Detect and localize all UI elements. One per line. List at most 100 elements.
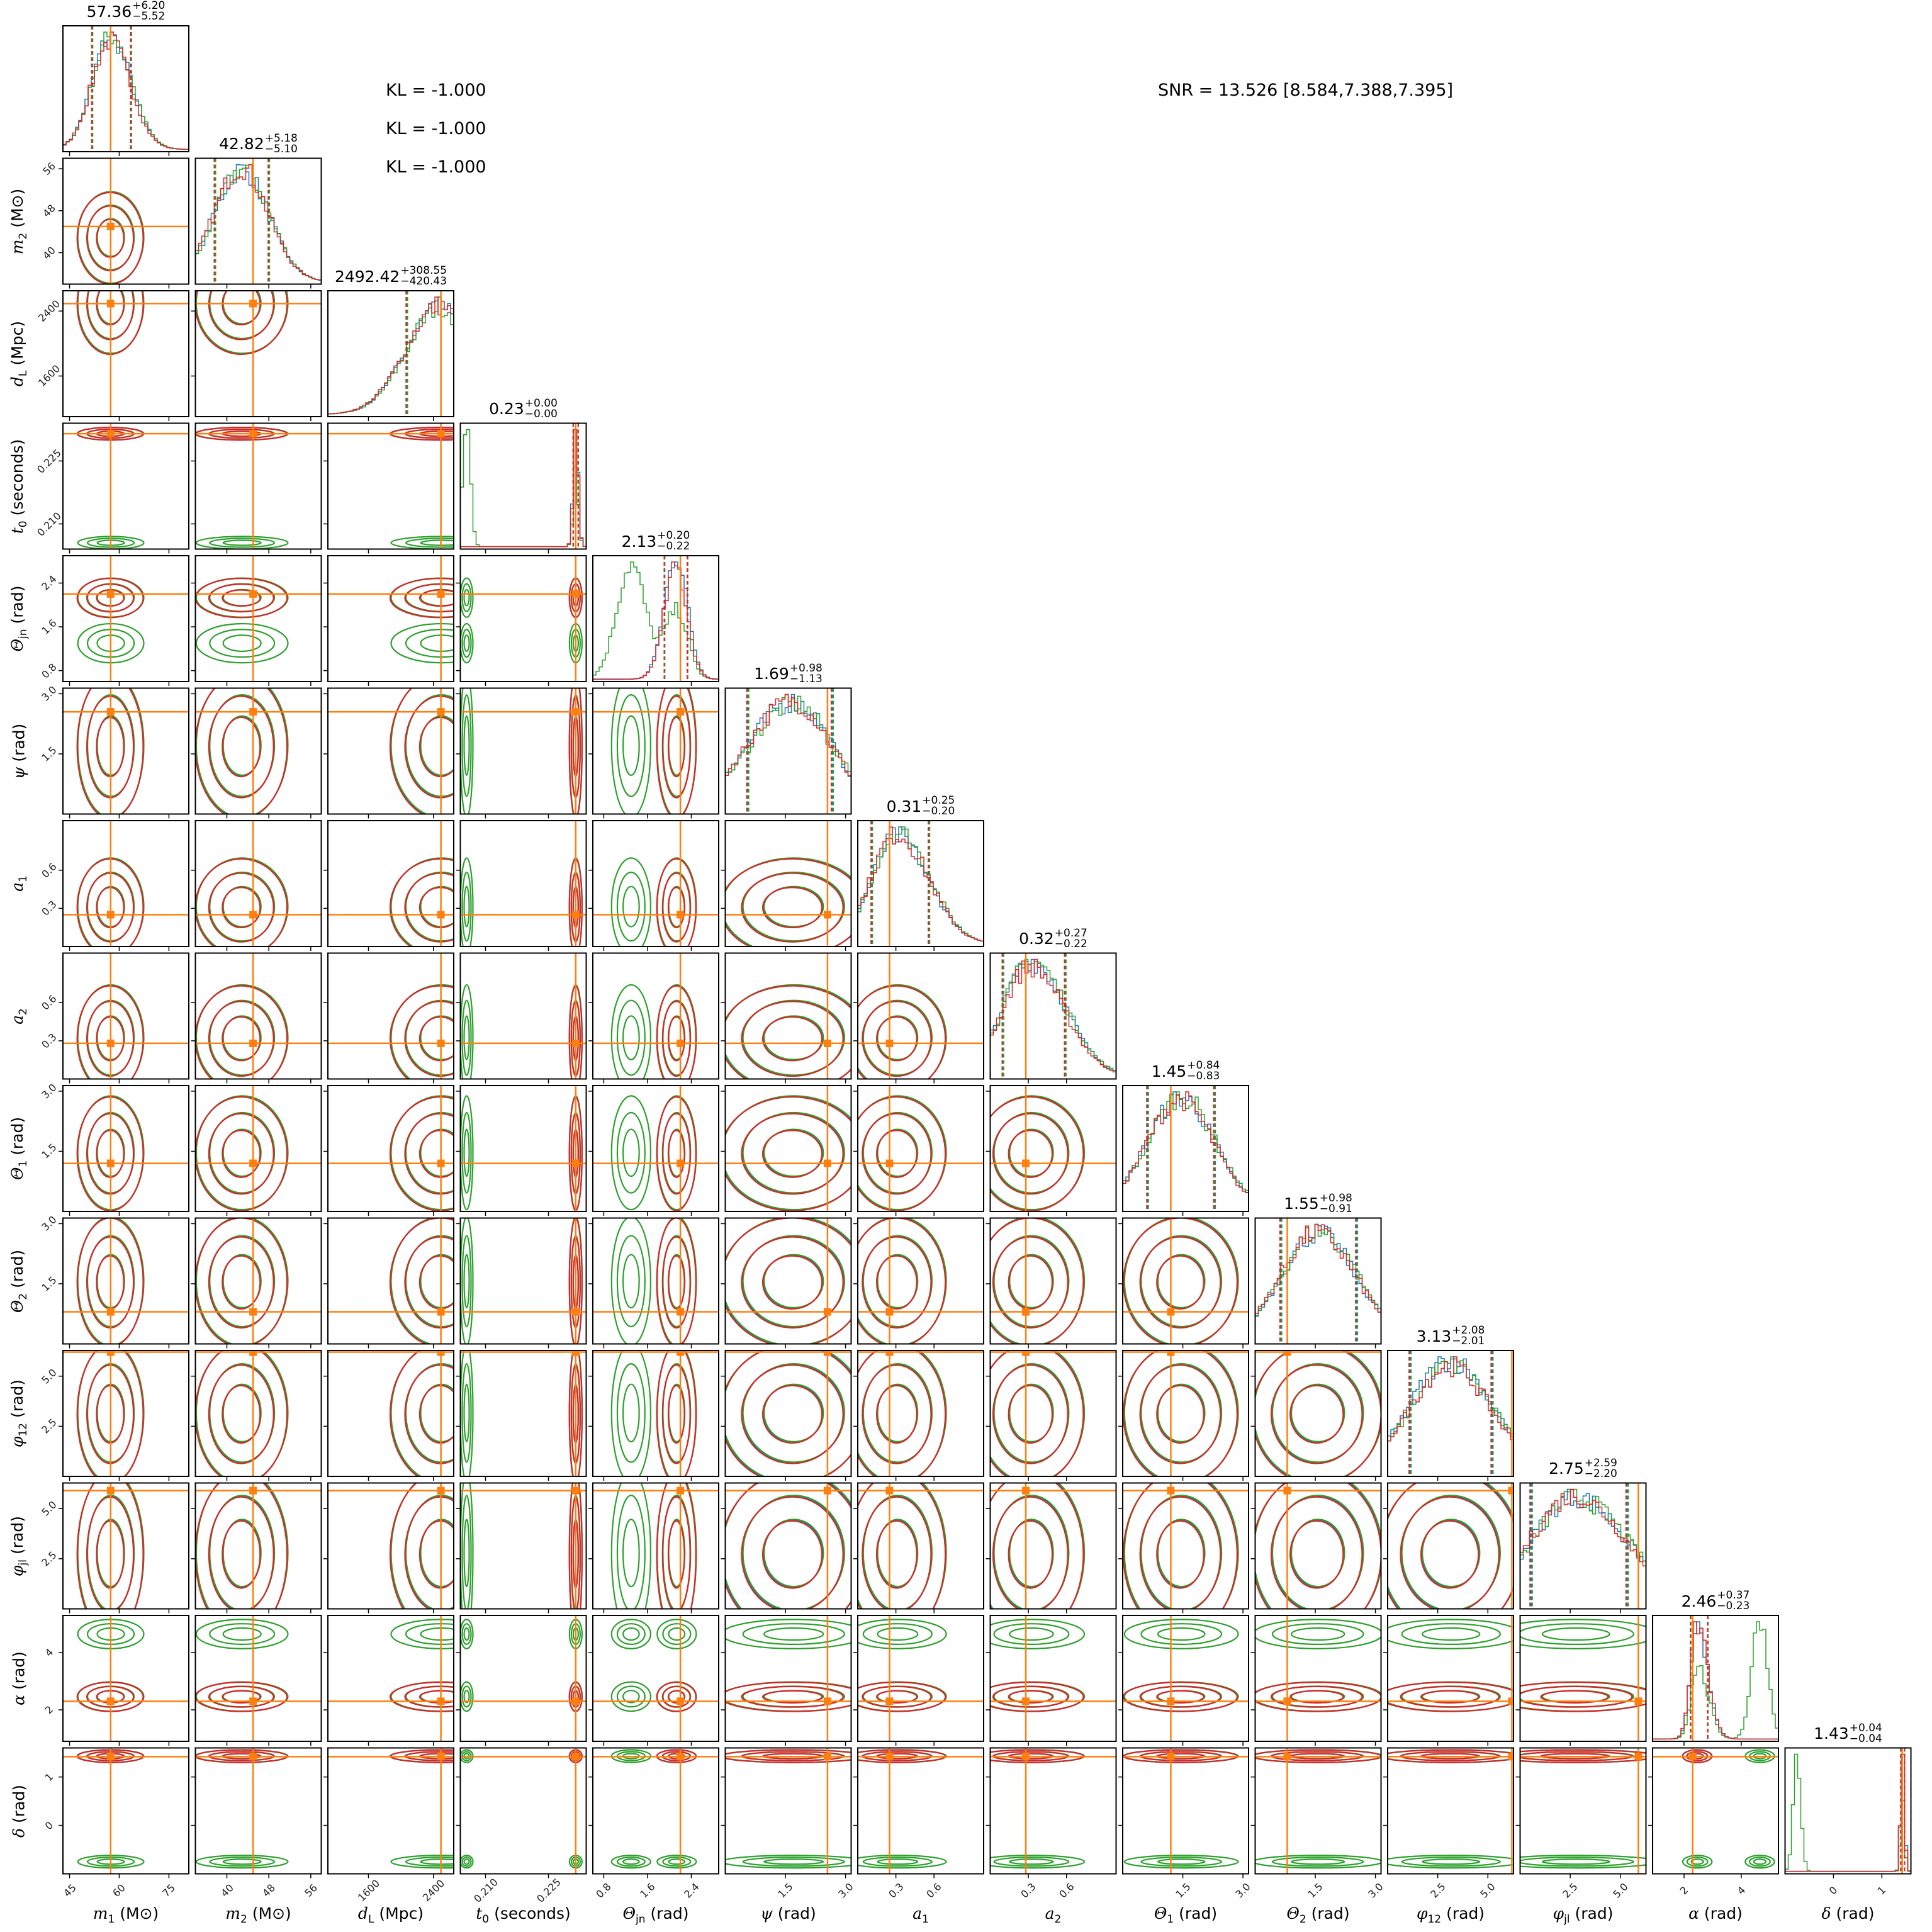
contour-series-2: [741, 1236, 844, 1329]
histogram-panel-3: [460, 423, 587, 549]
truth-marker: [823, 1159, 831, 1167]
contour-series-2: [661, 872, 691, 943]
x-axis-label-2: dL (Mpc): [358, 1904, 424, 1926]
truth-marker: [106, 590, 115, 598]
contour-series-1: [222, 1383, 262, 1442]
contour-series-1: [1388, 1855, 1514, 1869]
title-errors: +0.04−0.04: [1850, 1722, 1882, 1744]
title-errors: +0.25−0.20: [922, 795, 955, 817]
contour-series-2: [761, 1016, 823, 1062]
contour-panel-9-0: [63, 1218, 189, 1344]
contour-series-2: [741, 1496, 844, 1609]
title-errors: +0.20−0.22: [657, 531, 690, 552]
truth-marker: [437, 1486, 445, 1495]
contour-series-2: [222, 1255, 261, 1310]
label-symbol: t: [8, 527, 26, 534]
contour-series-2: [195, 688, 288, 814]
contour-panel-13-7: [990, 1748, 1116, 1874]
contour-series-1: [222, 1519, 262, 1588]
panel-frame: [989, 1747, 1117, 1875]
truth-marker: [677, 1308, 685, 1316]
contour-series-1: [858, 1483, 947, 1609]
truth-marker: [571, 1159, 580, 1167]
contour-panel-13-2: [328, 1748, 454, 1874]
panel-frame: [1122, 1217, 1249, 1345]
contour-panel-4-2: [328, 556, 454, 682]
title-plus: +0.84: [1187, 1059, 1220, 1072]
x-axis-label-12: α (rad): [1688, 1904, 1743, 1923]
contour-panel-10-0: [63, 1351, 189, 1476]
truth-marker: [1283, 1697, 1291, 1705]
contour-panel-4-1: [195, 556, 322, 682]
contour-series-1: [622, 885, 640, 928]
contour-series-2: [195, 858, 288, 946]
label-symbol: a: [1045, 1904, 1055, 1923]
contour-series-1: [858, 1855, 947, 1869]
label-subscript: 1: [17, 1160, 30, 1167]
contour-series-2: [656, 1096, 697, 1211]
histogram-step-series-1: [1653, 1621, 1778, 1741]
contour-panel-11-9: [1255, 1483, 1381, 1609]
contour-panel-7-1: [195, 953, 322, 1079]
contour-series-1: [1271, 1363, 1364, 1463]
label-symbol: d: [357, 1904, 368, 1923]
contour-panel-13-10: [1388, 1748, 1514, 1874]
label-subscript: L: [368, 1912, 374, 1926]
title-plus: +0.20: [657, 529, 690, 542]
contour-series-2: [76, 688, 144, 814]
contour-series-1: [1401, 1856, 1501, 1867]
label-subscript: 2: [1054, 1912, 1062, 1926]
contour-series-1: [610, 688, 652, 814]
contour-series-2: [1123, 1682, 1238, 1712]
truth-marker: [677, 1753, 685, 1761]
title-errors: +2.59−2.20: [1584, 1457, 1617, 1480]
panel-frame: [592, 1350, 719, 1477]
contour-series-1: [610, 1681, 652, 1712]
contour-panel-6-2: [328, 821, 454, 946]
histogram-step-series-2: [328, 296, 454, 417]
contour-series-2: [1008, 1255, 1053, 1310]
panel-frame: [989, 1217, 1117, 1345]
contour-panel-5-4: [593, 688, 719, 814]
contour-panel-7-4: [593, 953, 719, 1079]
histogram-title-11: 2.75+2.59−2.20: [1549, 1457, 1617, 1480]
kl-label-2: KL = -1.000: [386, 119, 486, 138]
contour-series-2: [875, 1130, 918, 1178]
contour-series-1: [222, 539, 262, 546]
truth-marker: [106, 1351, 115, 1356]
histogram-title-5: 1.69+0.98−1.13: [754, 663, 823, 685]
x-axis-label-6: a1: [913, 1904, 929, 1926]
title-minus: −2.20: [1584, 1467, 1617, 1480]
panel-frame: [459, 1217, 587, 1345]
contour-series-2: [208, 1236, 274, 1329]
panel-frame: [62, 1615, 189, 1742]
panel-frame: [194, 952, 322, 1080]
contour-series-1: [622, 715, 640, 776]
contour-series-2: [208, 583, 274, 613]
snr-label: SNR = 13.526 [8.584,7.388,7.395]: [1158, 81, 1454, 100]
histogram-title-3: 0.23+0.00−0.00: [489, 398, 558, 420]
panel-frame: [724, 1350, 852, 1477]
contour-series-1: [1290, 1383, 1345, 1442]
title-plus: +0.25: [922, 794, 955, 807]
histogram-step-series-1: [990, 958, 1116, 1079]
truth-marker: [1022, 1697, 1030, 1705]
contour-panel-7-6: [858, 953, 984, 1079]
contour-series-2: [661, 1113, 691, 1195]
panel-frame: [459, 1615, 587, 1742]
contour-series-2: [1400, 1496, 1500, 1609]
panel-frame: [857, 1482, 984, 1610]
contour-panel-3-2: [328, 423, 454, 549]
panel-frame: [194, 290, 322, 417]
truth-marker: [437, 1351, 445, 1356]
title-errors: +0.98−0.91: [1320, 1193, 1352, 1215]
contour-series-2: [222, 1384, 261, 1444]
x-axis-label-5: ψ (rad): [760, 1904, 816, 1923]
truth-marker: [571, 590, 580, 598]
contour-series-1: [993, 1623, 1070, 1646]
panel-frame: [62, 1085, 189, 1212]
contour-series-2: [1123, 1218, 1238, 1344]
contour-series-1: [990, 1218, 1086, 1344]
title-minus: −0.83: [1187, 1070, 1220, 1082]
contour-series-1: [460, 688, 474, 814]
